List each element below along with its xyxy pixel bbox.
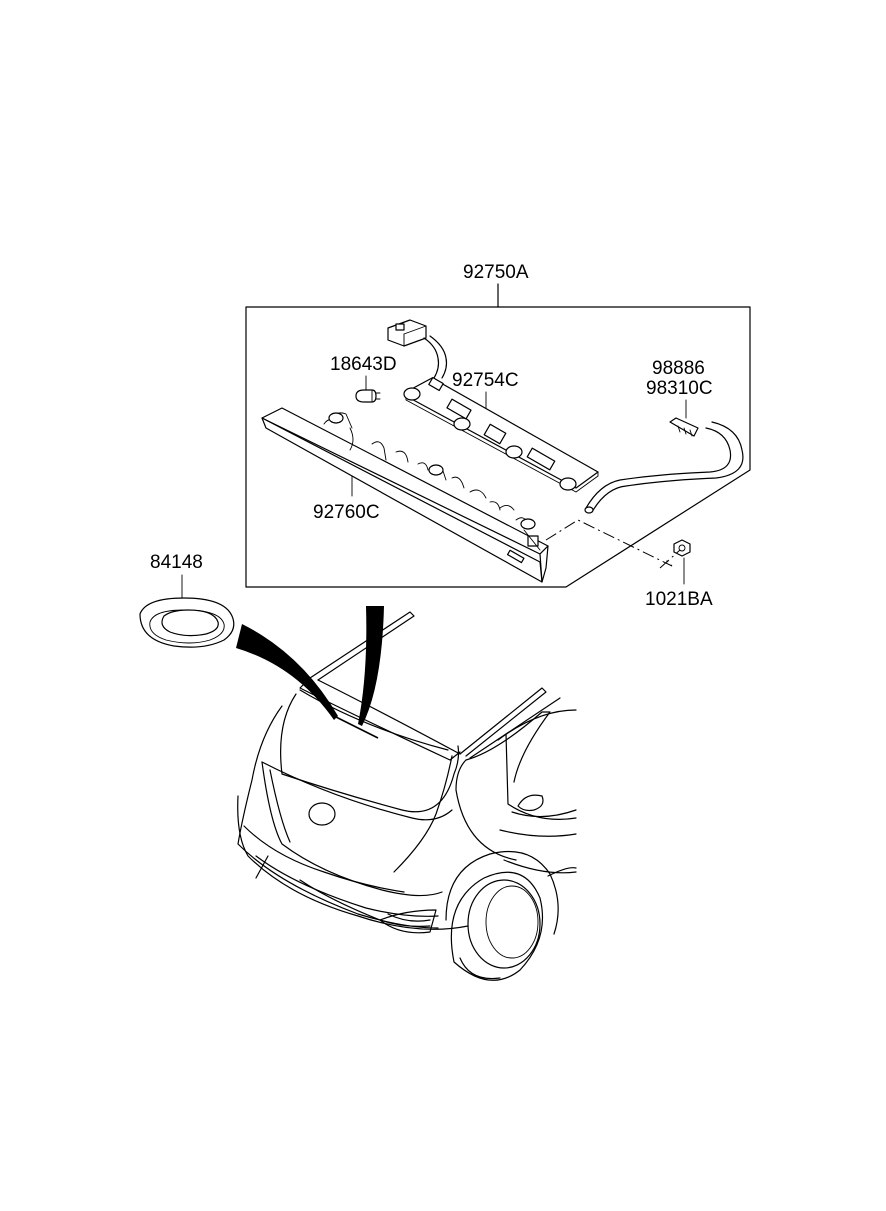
- assembly-callout-frame: [245, 283, 751, 588]
- location-pointers: [236, 606, 384, 726]
- socket-board-92754C: [387, 319, 599, 493]
- label-98310C: 98310C: [646, 378, 713, 399]
- label-1021BA: 1021BA: [645, 589, 713, 610]
- label-92760C: 92760C: [313, 502, 380, 523]
- grommet-84148: [139, 597, 235, 648]
- washer-hose-98886: [584, 417, 744, 514]
- lamp-housing-92760C: [261, 407, 549, 583]
- nut-1021BA: [673, 539, 691, 557]
- label-92754C: 92754C: [452, 370, 519, 391]
- label-84148: 84148: [150, 552, 203, 573]
- label-98886: 98886: [652, 358, 705, 379]
- vehicle-rear-view: [237, 611, 577, 981]
- bulb-18643D: [355, 389, 381, 403]
- label-18643D: 18643D: [330, 354, 397, 375]
- label-92750A: 92750A: [463, 262, 529, 283]
